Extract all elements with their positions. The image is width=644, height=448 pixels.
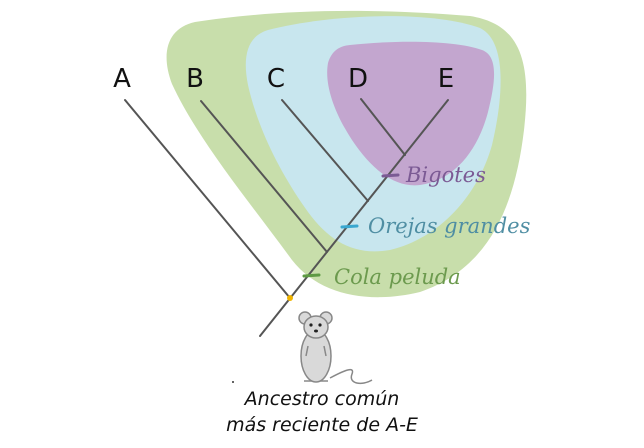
trait-label-cola-peluda: Cola peluda <box>334 265 461 289</box>
branch-d <box>360 98 406 156</box>
small-dot <box>232 381 234 383</box>
mouse-nose <box>314 329 318 333</box>
mouse-head <box>303 315 329 339</box>
taxon-label-a: A <box>113 64 131 94</box>
caption-line-2: más reciente de A-E <box>226 414 418 436</box>
trait-label-orejas-grandes: Orejas grandes <box>368 214 531 238</box>
trait-mark-cola-peluda <box>302 273 321 278</box>
mouse-eye-right <box>318 323 322 327</box>
mouse-arm-right <box>323 345 327 357</box>
taxon-label-d: D <box>348 64 368 94</box>
mouse-tail <box>329 368 373 385</box>
trait-label-bigotes: Bigotes <box>405 163 486 187</box>
root-node-dot <box>287 295 293 301</box>
trait-mark-orejas-grandes <box>340 224 359 229</box>
branch-c <box>281 99 369 202</box>
taxon-label-e: E <box>438 64 454 94</box>
mouse-arm-left <box>305 345 309 357</box>
caption-line-1: Ancestro común <box>243 388 400 410</box>
branch-b <box>200 100 328 253</box>
branch-a <box>124 99 291 299</box>
mouse-icon <box>298 311 373 385</box>
clade-region-bigotes <box>327 41 495 186</box>
taxon-label-b: B <box>186 64 204 94</box>
trait-mark-bigotes <box>381 173 400 178</box>
mouse-eye-left <box>309 323 313 327</box>
taxon-label-c: C <box>267 64 285 94</box>
